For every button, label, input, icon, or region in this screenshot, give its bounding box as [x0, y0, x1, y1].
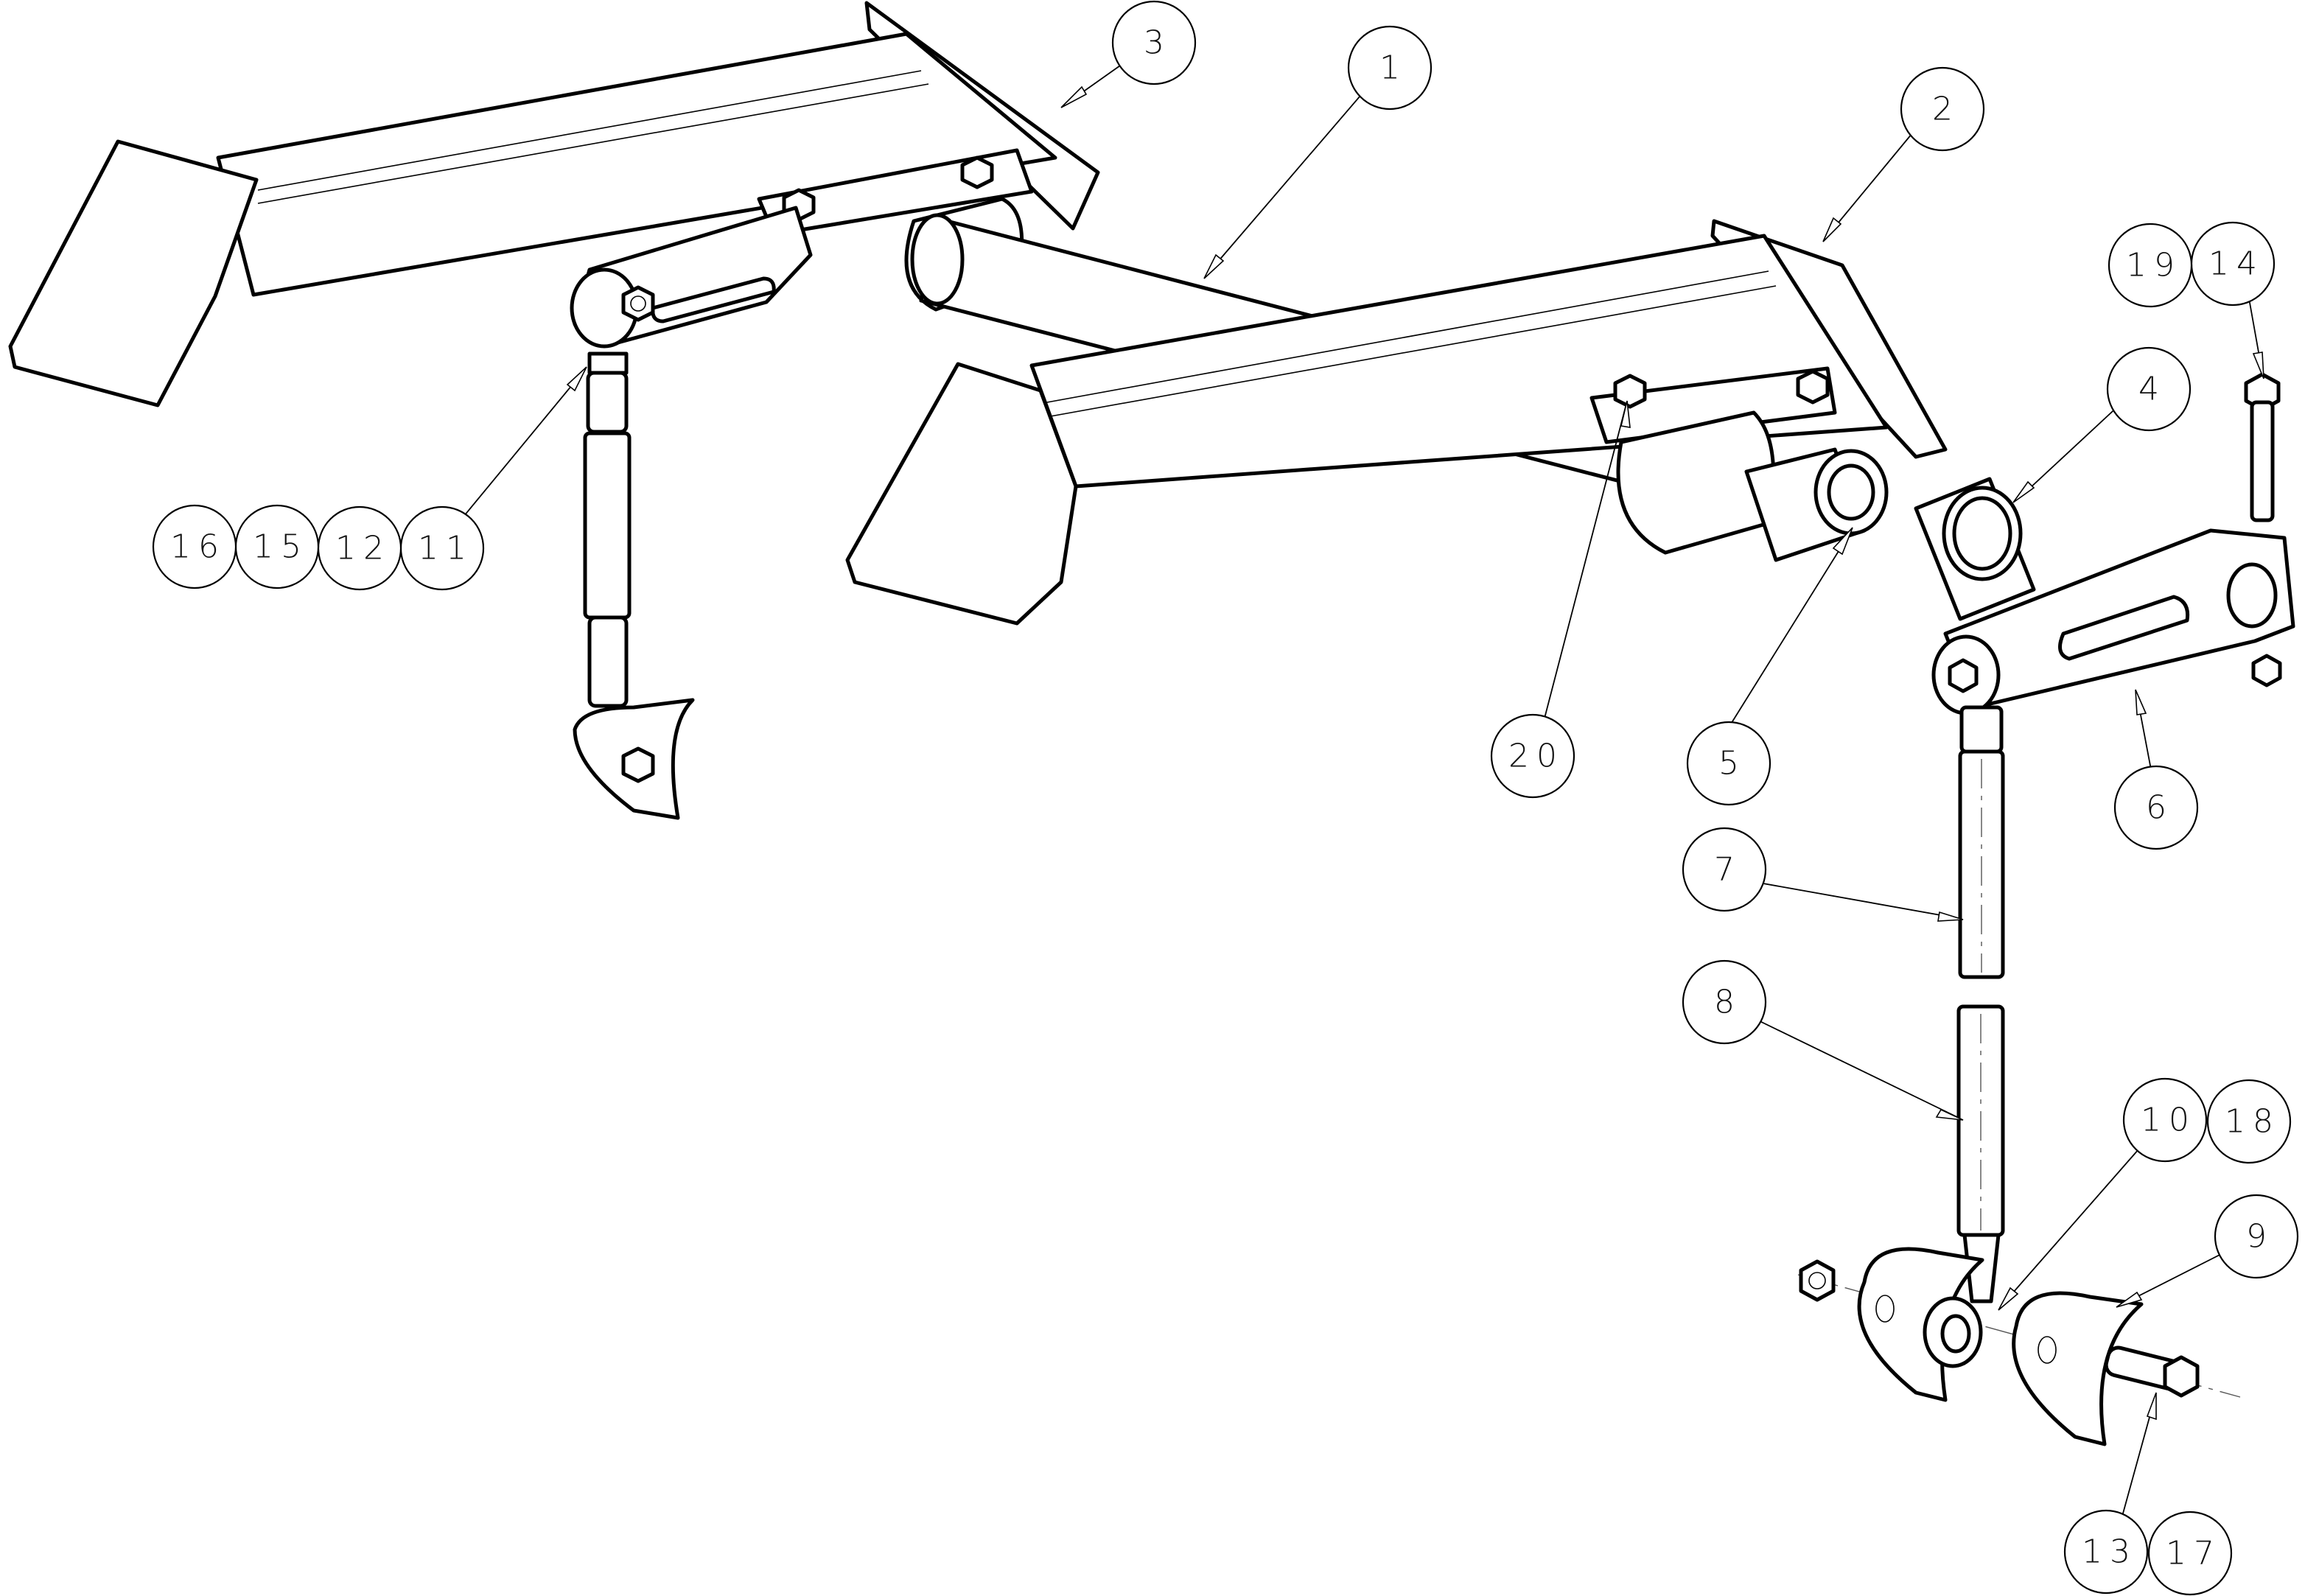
left-pedal-arm	[8, 1, 1100, 407]
right-pedal-arm	[845, 219, 1948, 626]
right-bracket-bolt-2	[1796, 369, 1830, 405]
lever-splined-bore	[2226, 562, 2278, 629]
bolt-part-14	[2244, 372, 2281, 522]
left-rod-assembly	[573, 351, 695, 820]
clevis-plate-part-9	[2012, 1291, 2144, 1446]
right-bracket-bolt-1	[1613, 374, 1647, 409]
svg-text:1: 1	[1379, 49, 1407, 87]
splined-shaft-end	[1744, 447, 1889, 562]
svg-text:20: 20	[1508, 738, 1564, 775]
lower-rod-end-taper	[1962, 1233, 2001, 1303]
svg-text:16: 16	[170, 528, 226, 566]
balloon-17: 17	[2147, 1511, 2233, 1596]
right-foot-pad	[845, 362, 1078, 626]
right-upper-rod-end	[1959, 705, 2004, 754]
svg-text:6: 6	[2146, 789, 2174, 827]
balloon-callouts: 1 2 3 4 5 6 7 8 9 10 11 12 13 14 15 16 1…	[152, 0, 2299, 1596]
left-lever-nut	[621, 285, 655, 322]
balloon-15: 15	[234, 504, 320, 589]
left-upper-jam-nut	[587, 351, 629, 375]
balloon-6: 6	[2113, 765, 2199, 850]
bushing-part-4	[1914, 477, 2036, 621]
balloon-10: 10	[2122, 1077, 2208, 1163]
svg-text:15: 15	[253, 528, 309, 566]
balloon-11: 11	[399, 505, 485, 591]
left-lever-slot	[651, 276, 776, 323]
svg-text:17: 17	[2166, 1535, 2222, 1572]
cross-shaft-end	[910, 213, 965, 306]
svg-text:4: 4	[2138, 371, 2166, 408]
lever-slot	[2058, 595, 2190, 661]
balloon-5: 5	[1686, 721, 1771, 806]
balloon-14: 14	[2190, 221, 2276, 307]
balloon-8: 8	[1682, 959, 1767, 1045]
left-bracket-bolt-2	[960, 155, 994, 189]
svg-text:19: 19	[2126, 247, 2182, 284]
balloon-13: 13	[2063, 1509, 2149, 1595]
left-upper-rod-end	[586, 371, 629, 434]
svg-text:3: 3	[1144, 24, 1172, 62]
balloon-2: 2	[1900, 66, 1985, 152]
svg-text:14: 14	[2208, 245, 2264, 283]
balloon-16: 16	[152, 504, 237, 589]
left-foot-pad	[8, 139, 259, 407]
right-rod-assembly	[1956, 705, 2005, 1303]
balloon-1: 1	[1347, 25, 1433, 111]
svg-text:11: 11	[418, 530, 474, 567]
balloon-7: 7	[1682, 827, 1767, 912]
balloon-3: 3	[1111, 0, 1197, 85]
balloon-12: 12	[317, 505, 402, 591]
svg-text:9: 9	[2246, 1218, 2274, 1256]
bottom-nut	[1799, 1259, 1836, 1302]
svg-text:10: 10	[2141, 1102, 2197, 1139]
lever-clamp-nut	[2251, 654, 2282, 687]
balloon-4: 4	[2106, 346, 2192, 432]
right-shaft-collar	[1616, 410, 1776, 555]
lever-part-6	[1931, 528, 2295, 715]
left-lower-rod-end	[587, 615, 629, 708]
left-rod-tube	[583, 431, 632, 620]
svg-text:12: 12	[335, 530, 391, 567]
balloon-9: 9	[2214, 1194, 2299, 1279]
svg-text:13: 13	[2082, 1533, 2138, 1571]
bottom-clevis-hardware	[1797, 1247, 2241, 1446]
balloon-20: 20	[1490, 713, 1575, 799]
balloon-18: 18	[2206, 1079, 2292, 1164]
svg-text:7: 7	[1714, 851, 1742, 889]
left-lower-nut	[621, 746, 655, 783]
svg-text:5: 5	[1718, 745, 1746, 783]
leader-lines	[456, 60, 2264, 1527]
svg-text:8: 8	[1714, 984, 1742, 1021]
balloon-19: 19	[2108, 223, 2193, 308]
svg-text:18: 18	[2225, 1103, 2281, 1141]
right-mount-bracket	[1589, 366, 1837, 444]
lever-bolt-head	[1948, 658, 1979, 693]
svg-text:2: 2	[1932, 91, 1960, 128]
